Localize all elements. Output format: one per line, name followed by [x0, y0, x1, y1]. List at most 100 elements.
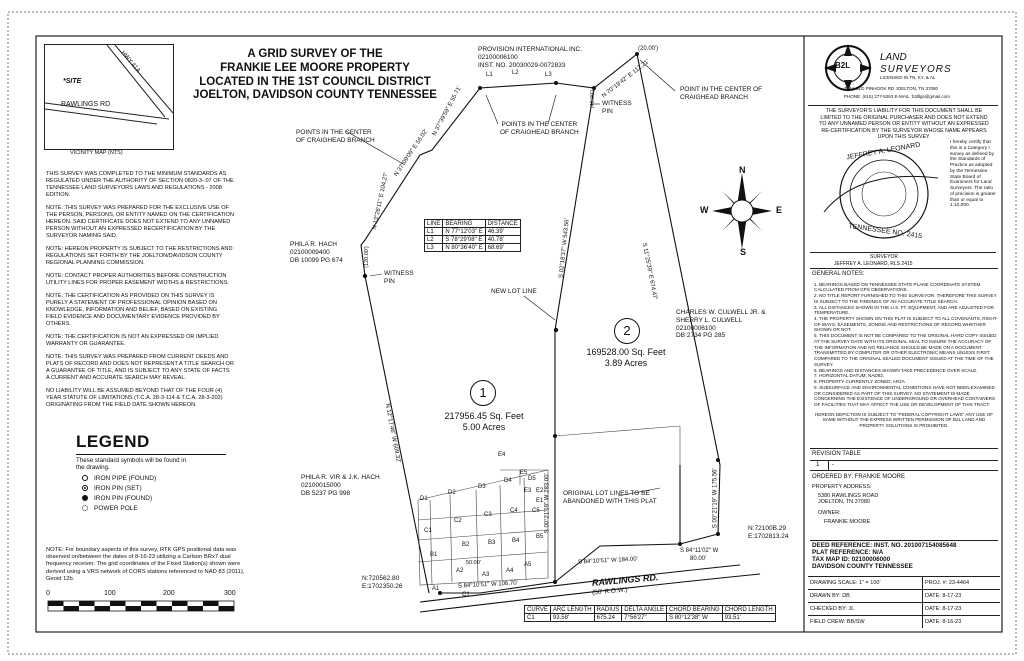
general-note: 3. ALL DISTANCES SHOWN IN THE U.S. FT. E…	[814, 304, 994, 316]
label-line: WITNESS	[602, 100, 632, 107]
road-edge-north	[419, 564, 741, 603]
legend-item-label: IRON PIN (FOUND)	[94, 494, 153, 502]
tax-map-id: TAX MAP ID: 02100006000	[812, 555, 891, 563]
table-cell: DRAWING SCALE: 1" = 100'	[808, 577, 923, 589]
label-line: POINTS IN THE CENTER	[501, 121, 578, 128]
general-note: 5. THIS DOCUMENT IS NOT BE COMPARED TO T…	[814, 333, 997, 367]
vicinity-map: *SITE RAWLINGS RD HWY 41A	[44, 44, 174, 150]
label-line: POINTS IN THE CENTER	[296, 129, 372, 136]
compass-n: N	[739, 165, 746, 175]
c1-label: C1	[462, 592, 470, 598]
deed-ref: DB 5237 PG 998	[301, 489, 351, 497]
deed-ref: DB 10099 PG 674	[290, 256, 343, 264]
lot-label: E4	[498, 452, 506, 458]
surveyor-name: JEFFREY A. LEONARD, RLS 2415	[834, 261, 913, 267]
survey-note: NOTE: THE CERTIFICATION AS PROVIDED ON T…	[46, 292, 220, 327]
survey-notes: THIS SURVEY WAS COMPLETED TO THE MINIMUM…	[46, 171, 234, 409]
scale-segment	[94, 606, 110, 611]
legend-item: POWER POLE	[82, 505, 216, 515]
table-cell: CHECKED BY: JL	[808, 603, 923, 615]
table-cell: L1	[423, 227, 444, 236]
north-arrow-icon	[712, 173, 772, 249]
bearing-short-dist: 80.00'	[690, 556, 707, 562]
company-block: B2L LAND SURVEYORS LICENSED IN TN, KY, &…	[808, 40, 998, 106]
coord-right: N:72100B.29 E:1702813.24	[748, 525, 788, 541]
scale-segment	[218, 606, 234, 611]
new-lot-line	[554, 87, 595, 582]
revision-table: REVISION TABLE 1 -	[810, 448, 998, 471]
county: DAVIDSON COUNTY TENNESSEE	[812, 562, 913, 570]
company-logo-icon	[824, 44, 872, 92]
legend-item-label: POWER POLE	[94, 504, 138, 512]
curve-table-header: RADIUS	[593, 605, 623, 614]
vicinity-road-rawlings: RAWLINGS RD	[61, 101, 111, 108]
deed-ref: INST. NO. 20030029-0072833	[478, 61, 566, 69]
order-block: ORDERED BY: FRANKIE MOORE PROPERTY ADDRE…	[810, 472, 998, 525]
lot-label: A2	[456, 568, 464, 574]
l1-label: L1	[486, 72, 493, 78]
label-line: WITNESS	[384, 270, 414, 277]
lot-1-acres: 5.00 Acres	[462, 422, 506, 432]
general-notes-title: GENERAL NOTES:	[812, 271, 865, 277]
general-note: 7. HORIZONTAL DATUM: NAD83.	[814, 373, 885, 379]
table-cell: DATE: 8-16-23	[925, 619, 962, 625]
owner-name: FRANKIE MOORE	[824, 518, 871, 525]
table-cell: C1	[524, 613, 551, 622]
witness-pin-left-label: WITNESS PIN	[384, 270, 414, 286]
deed-ref: DB 2734 PG 285	[676, 332, 726, 340]
legend-gps-note: NOTE: For boundary aspects of this surve…	[46, 547, 245, 582]
owner-name: SHERRY L. CULWELL	[676, 316, 743, 324]
scale-segment	[141, 601, 157, 606]
table-row: CHECKED BY: JL DATE: 8-17-23	[808, 602, 1000, 615]
legend-title: LEGEND	[76, 432, 150, 451]
hach2-label: PHILA R. VIR & J.K. HACH 02100015000 DB …	[301, 474, 380, 497]
lot-label: E5	[520, 470, 528, 476]
line-table-header: LINE	[423, 219, 444, 228]
scale-segment	[125, 606, 141, 611]
company-license: LICENSED IN TN, KY, & AL	[880, 75, 936, 80]
lot-label: C2	[454, 518, 462, 524]
plat-drawing	[345, 52, 772, 613]
parcel-id: 02100006100	[676, 324, 716, 332]
easting: E:1702350.26	[362, 582, 403, 590]
bearing-right-low: S 00°21'19" W 175.56'	[712, 468, 719, 529]
label-line: ABANDONED WITH THIS PLAT	[563, 497, 657, 505]
curve-table-header: CHORD BEARING	[666, 605, 723, 614]
bearing-center-low: S 00°21'19" W 283.00'	[544, 473, 551, 534]
general-note: 2. NO TITLE REPORT FURNISHED TO THIS SUR…	[814, 293, 997, 304]
table-cell: FIELD CREW: BB/SW	[808, 616, 923, 628]
vicinity-site-label: *SITE	[63, 78, 82, 85]
l3-label: L3	[545, 72, 552, 78]
table-cell: 68.69'	[484, 243, 521, 252]
table-cell: L2	[423, 235, 444, 244]
scale-tick-100: 100	[104, 590, 116, 597]
lot-label: A4	[506, 568, 514, 574]
table-row: DRAWING SCALE: 1" = 100' PROJ. #: 23-446…	[808, 576, 1000, 589]
label-line: PIN	[384, 277, 395, 285]
general-note: 9. SUBSURFACE AND ENVIRONMENTAL CONDITIO…	[814, 384, 996, 408]
title-line-2: FRANKIE LEE MOORE PROPERTY	[220, 61, 410, 74]
owner-name: CHARLES W. CULWELL JR. &	[676, 309, 766, 316]
revision-title: REVISION TABLE	[812, 451, 861, 457]
surveyor-label: SURVEYOR	[870, 254, 898, 260]
curve-table-header: CURVE	[524, 605, 551, 614]
title-line-4: JOELTON, DAVIDSON COUNTY TENNESSEE	[193, 89, 437, 102]
deed-reference: DEED REFERENCE: INST. NO. 20100715408564…	[812, 542, 957, 549]
legend: LEGEND These standard symbols will be fo…	[76, 432, 226, 515]
plat-reference: PLAT REFERENCE: N/A	[812, 548, 884, 556]
bearing-short: S 84°11'02" W	[680, 548, 719, 554]
iron-pin-set-icon	[82, 484, 88, 491]
deed-block: DEED REFERENCE: INST. NO. 20100715408564…	[810, 540, 998, 571]
label-line: ORIGINAL LOT LINES TO BE	[563, 490, 650, 497]
table-cell: PROJ. #: 23-4464	[925, 580, 970, 586]
table-cell: S 80°12'38" W	[666, 613, 723, 622]
company-address: 7144 OLD PINHOOK RD JOELTON, TN 37080	[844, 86, 939, 91]
scale-segment	[172, 601, 188, 606]
lot-1-badge: 1	[470, 380, 496, 406]
parcel-id: 02100015000	[301, 481, 341, 489]
owner-name: PHILA R. VIR & J.K. HACH	[301, 474, 380, 481]
copyright-note: HEREON DEPICTION IS SUBJECT TO "FEDERAL …	[814, 411, 994, 429]
